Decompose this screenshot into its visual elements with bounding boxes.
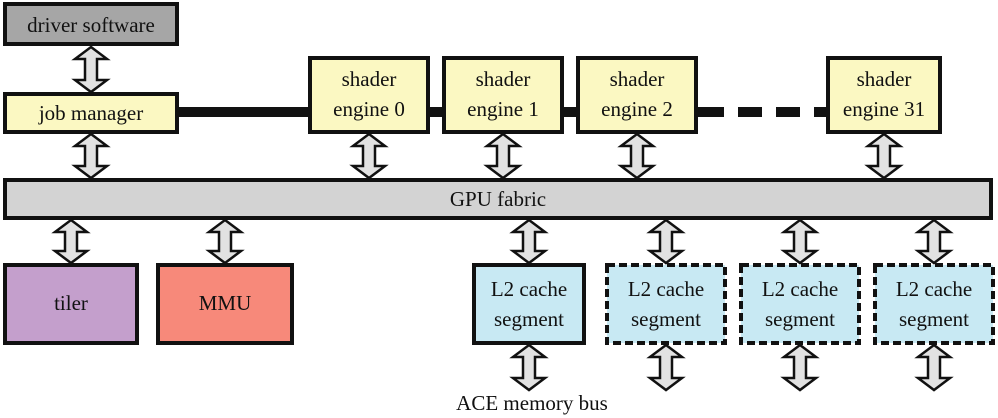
driver-software-label: driver software (27, 13, 155, 37)
l2-cache-segment-1-line1: L2 cache (628, 277, 704, 301)
l2-cache-segment-2: L2 cache segment (739, 263, 861, 345)
gpu-fabric-bar: GPU fabric (3, 178, 993, 220)
shader-engine-1-line1: shader (476, 67, 531, 91)
l2-cache-segment-1-rect (605, 263, 727, 345)
tiler-box: tiler (3, 263, 139, 345)
l2-cache-segment-3-line2: segment (899, 307, 969, 331)
arrow-l2-0-to-memory-bus (509, 343, 549, 392)
shader-engine-0: shader engine 0 (308, 56, 430, 134)
driver-software-rect (3, 2, 179, 46)
shader-engine-0-rect (308, 56, 430, 134)
shader-engine-31-rect (826, 56, 942, 134)
arrow-shader-0-to-fabric (349, 132, 389, 180)
l2-cache-segment-1-line2: segment (631, 307, 701, 331)
arrow-shader-1-to-fabric (483, 132, 523, 180)
shader-engine-31-line2: engine 31 (843, 97, 925, 121)
l2-cache-segment-0: L2 cache segment (472, 263, 586, 345)
mmu-rect (156, 263, 294, 345)
arrow-l2-1-to-memory-bus (646, 343, 686, 392)
arrow-job-manager-to-fabric (71, 132, 111, 180)
arrow-driver-to-job-manager (71, 45, 111, 94)
driver-software-box: driver software (3, 2, 179, 46)
shader-engine-0-line2: engine 0 (333, 97, 405, 121)
arrows (51, 45, 954, 392)
l2-cache-segment-2-line1: L2 cache (762, 277, 838, 301)
arrow-fabric-to-l2-1 (646, 218, 686, 265)
l2-cache-segment-3-rect (873, 263, 995, 345)
shader-engine-31: shader engine 31 (826, 56, 942, 134)
l2-cache-segment-0-line2: segment (494, 307, 564, 331)
arrow-shader-31-to-fabric (864, 132, 904, 180)
shader-engine-2-line2: engine 2 (601, 97, 673, 121)
shader-engine-2-rect (576, 56, 698, 134)
shader-engine-2-line1: shader (610, 67, 665, 91)
job-manager-rect (3, 92, 179, 134)
l2-cache-segment-0-rect (472, 263, 586, 345)
gpu-fabric-label: GPU fabric (450, 187, 546, 211)
job-manager-label: job manager (38, 101, 143, 125)
l2-cache-segment-1: L2 cache segment (605, 263, 727, 345)
l2-cache-segment-3: L2 cache segment (873, 263, 995, 345)
tiler-label: tiler (54, 291, 88, 315)
arrow-l2-3-to-memory-bus (914, 343, 954, 392)
l2-cache-segment-2-rect (739, 263, 861, 345)
l2-cache-segment-3-line1: L2 cache (896, 277, 972, 301)
arrow-fabric-to-tiler (51, 218, 91, 265)
arrow-fabric-to-mmu (205, 218, 245, 265)
shader-engine-1-rect (442, 56, 564, 134)
ace-memory-bus-label: ACE memory bus (456, 391, 608, 415)
mmu-box: MMU (156, 263, 294, 345)
gpu-fabric-rect (3, 178, 993, 220)
arrow-fabric-to-l2-0 (509, 218, 549, 265)
shader-engine-31-line1: shader (857, 67, 912, 91)
shader-engine-0-line1: shader (342, 67, 397, 91)
arrow-l2-2-to-memory-bus (780, 343, 820, 392)
shader-engine-1: shader engine 1 (442, 56, 564, 134)
shader-engine-2: shader engine 2 (576, 56, 698, 134)
mmu-label: MMU (199, 291, 252, 315)
l2-cache-segment-2-line2: segment (765, 307, 835, 331)
shader-engine-1-line2: engine 1 (467, 97, 539, 121)
l2-cache-segment-0-line1: L2 cache (491, 277, 567, 301)
tiler-rect (3, 263, 139, 345)
arrow-fabric-to-l2-2 (780, 218, 820, 265)
arrow-shader-2-to-fabric (617, 132, 657, 180)
job-manager-box: job manager (3, 92, 179, 134)
arrow-fabric-to-l2-3 (914, 218, 954, 265)
